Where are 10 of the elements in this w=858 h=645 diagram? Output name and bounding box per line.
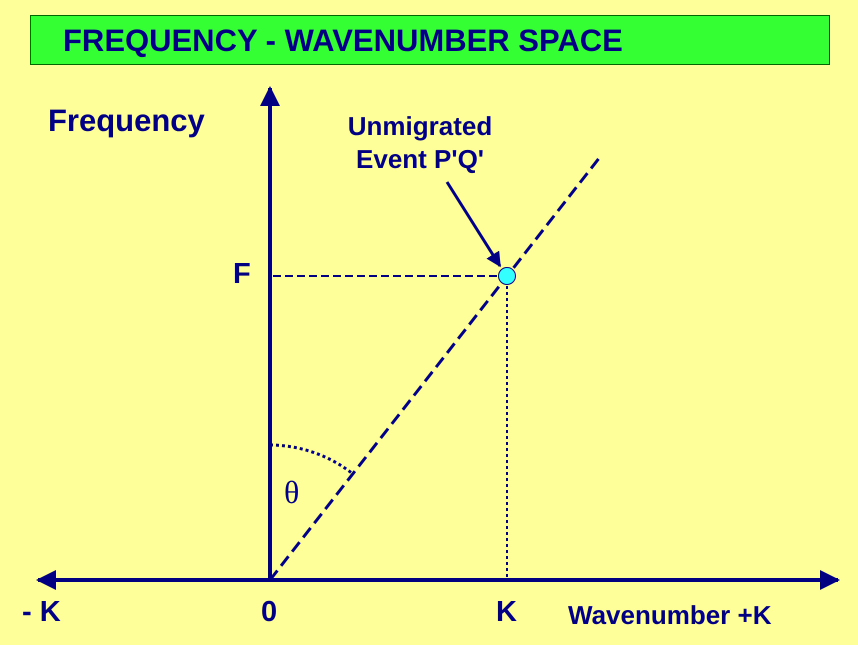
tick-label: K: [496, 596, 517, 629]
tick-label: F: [233, 258, 251, 291]
angle-symbol: θ: [284, 474, 300, 511]
callout-text: Unmigrated Event P'Q': [325, 110, 515, 176]
tick-label: - K: [22, 596, 61, 629]
title-banner: FREQUENCY - WAVENUMBER SPACE: [30, 15, 830, 65]
tick-label: 0: [261, 596, 278, 629]
event-point: [498, 267, 516, 285]
axis-label: Wavenumber +K: [568, 600, 772, 631]
axis-label: Frequency: [48, 103, 205, 139]
